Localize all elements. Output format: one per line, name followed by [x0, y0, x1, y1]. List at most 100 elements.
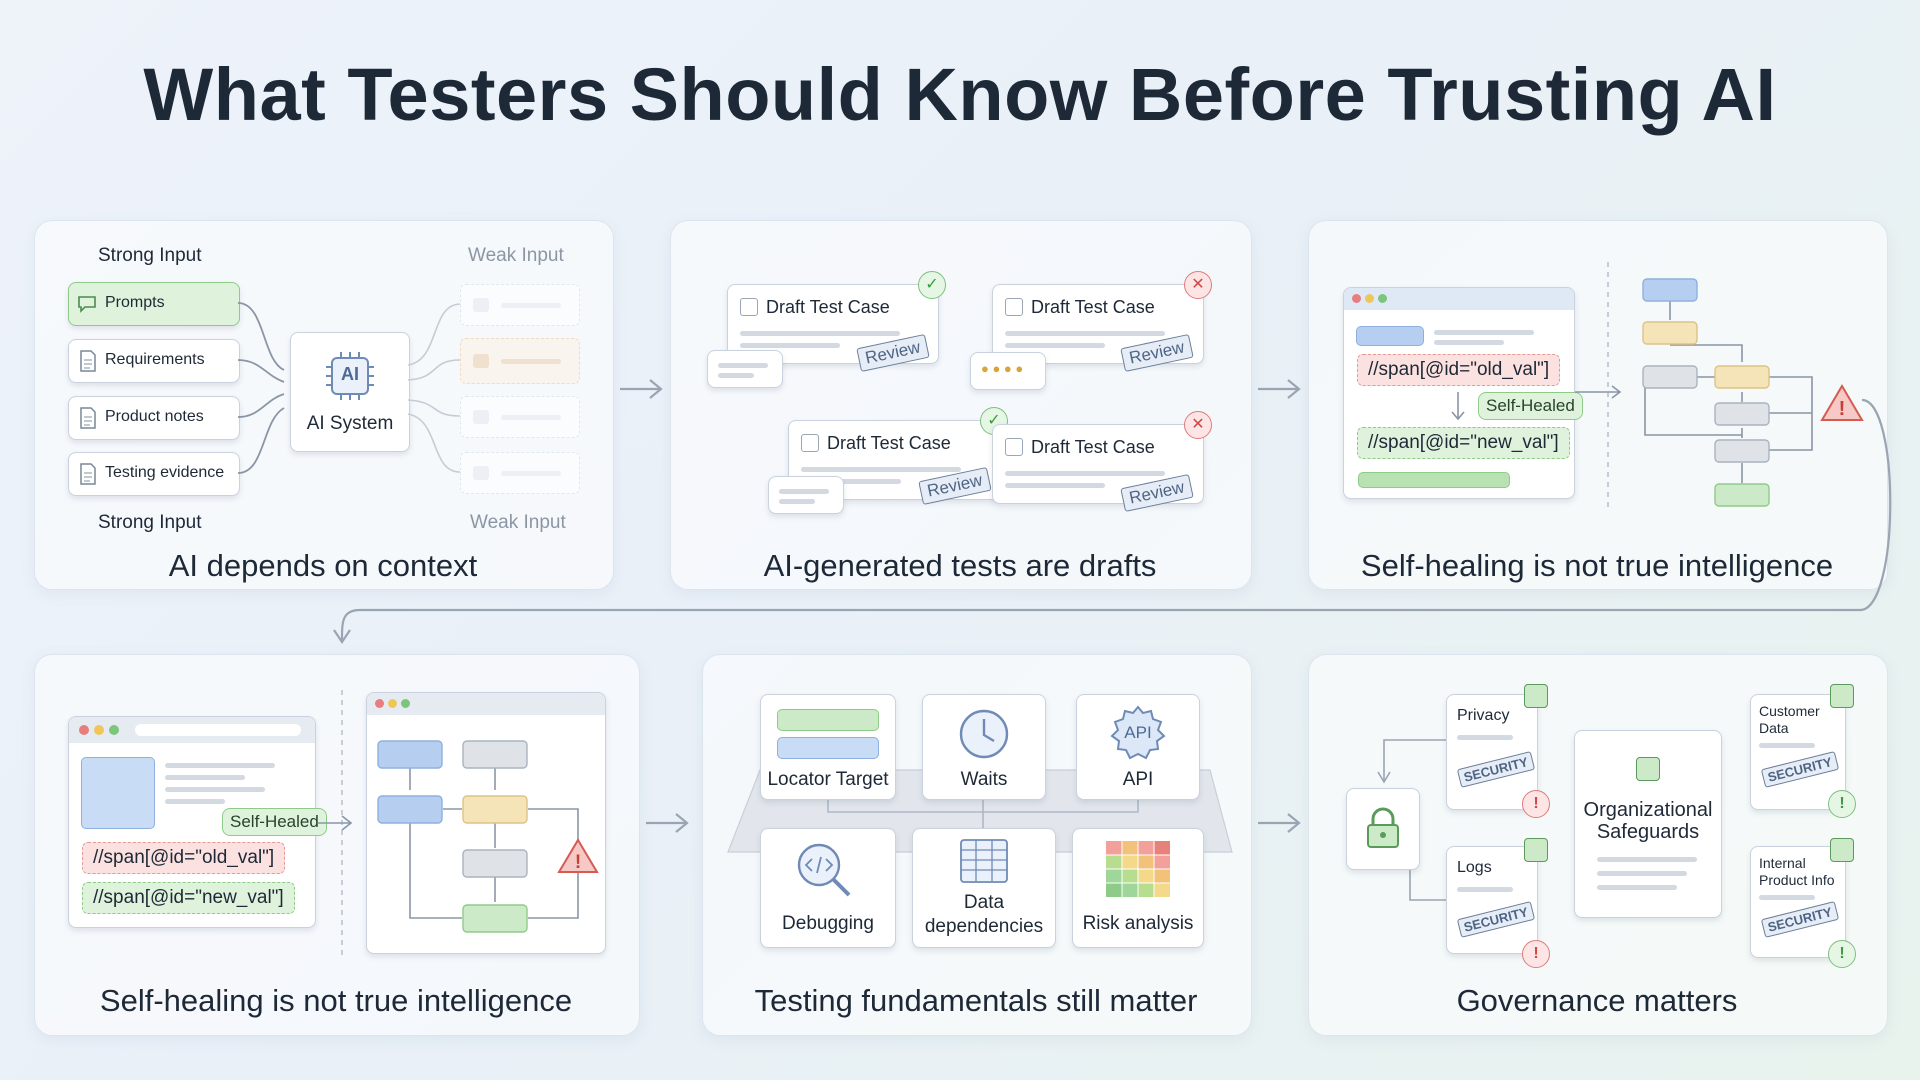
- comment-bubble: [768, 476, 844, 514]
- browser-titlebar: [367, 693, 605, 715]
- lock-icon: [1524, 684, 1548, 708]
- svg-text:!: !: [1839, 398, 1846, 420]
- grid-icon: [1106, 841, 1170, 897]
- input-label: Requirements: [105, 351, 205, 368]
- fundamental-data-dependencies: Data dependencies: [912, 828, 1056, 948]
- close-icon: ✕: [1184, 271, 1212, 299]
- new-locator: //span[@id="new_val"]: [1357, 427, 1570, 459]
- chip-icon: [326, 352, 374, 400]
- checkbox: [1005, 438, 1023, 456]
- lock-document: [1346, 788, 1420, 870]
- browser-titlebar: [69, 717, 315, 743]
- weak-input-label-bottom: Weak Input: [470, 512, 566, 533]
- panel-drafts: [670, 220, 1252, 590]
- fundamental-api: API API: [1076, 694, 1200, 800]
- weak-input-card: [460, 396, 580, 438]
- lock-icon: [1367, 807, 1399, 848]
- draft-test-card: Draft Test Case: [992, 424, 1204, 504]
- emoji-bubble: ● ● ● ●: [970, 352, 1046, 390]
- weak-input-label-top: Weak Input: [468, 245, 564, 266]
- draft-card-label: Draft Test Case: [766, 297, 890, 317]
- chip-label: AI: [341, 364, 359, 384]
- input-requirements: Requirements: [68, 339, 240, 383]
- emoji-faces: ● ● ● ●: [981, 361, 1024, 376]
- fundamental-label: Data dependencies: [924, 892, 1044, 937]
- table-icon: [960, 839, 1008, 883]
- input-label: Product notes: [105, 408, 204, 425]
- fundamental-locator-target: Locator Target: [760, 694, 896, 800]
- svg-text:!: !: [575, 852, 581, 873]
- panel-title-fundamentals: Testing fundamentals still matter: [754, 983, 1198, 1018]
- old-locator: //span[@id="old_val"]: [1357, 354, 1561, 386]
- panel-title-context: AI depends on context: [168, 548, 478, 583]
- document-icon: [80, 350, 96, 372]
- lock-icon: [1830, 684, 1854, 708]
- input-label: Testing evidence: [105, 464, 225, 481]
- panel-title-healing-bottom: Self-healing is not true intelligence: [99, 983, 573, 1018]
- lock-icon: [1524, 838, 1548, 862]
- warning-icon: [557, 838, 599, 873]
- panel-title-healing-top: Self-healing is not true intelligence: [1360, 548, 1834, 583]
- weak-input-card: [460, 284, 580, 326]
- page-title: What Testers Should Know Before Trusting…: [143, 53, 1777, 136]
- doc-label: Customer Data: [1759, 703, 1820, 736]
- checkbox: [801, 434, 819, 452]
- doc-label: Privacy: [1457, 707, 1510, 724]
- document-icon: [80, 407, 96, 429]
- browser-titlebar: [1344, 288, 1574, 310]
- draft-card-label: Draft Test Case: [827, 433, 951, 453]
- fundamental-label: API: [1122, 769, 1154, 790]
- fundamental-risk-analysis: Risk analysis: [1072, 828, 1204, 948]
- self-healed-badge: Self-Healed: [1478, 392, 1583, 420]
- doc-internal-product-info: Internal Product Info: [1750, 846, 1846, 958]
- safeguards-label: Organizational Safeguards: [1583, 799, 1713, 843]
- draft-card-label: Draft Test Case: [1031, 437, 1155, 457]
- gear-icon: [1110, 705, 1166, 760]
- panel-title-drafts: AI-generated tests are drafts: [763, 548, 1157, 583]
- fundamental-label: Risk analysis: [1082, 913, 1194, 934]
- warning-icon: !: [1828, 790, 1856, 818]
- fundamental-waits: Waits: [922, 694, 1046, 800]
- self-healed-badge: Self-Healed: [222, 808, 327, 836]
- doc-label: Internal Product Info: [1759, 855, 1835, 888]
- checkbox: [1005, 298, 1023, 316]
- fundamental-debugging: Debugging: [760, 828, 896, 948]
- input-prompts: Prompts: [68, 282, 240, 326]
- weak-input-card: [460, 452, 580, 494]
- lock-icon: [1636, 757, 1660, 781]
- draft-card-label: Draft Test Case: [1031, 297, 1155, 317]
- warning-icon: !: [1522, 790, 1550, 818]
- fundamental-label: Locator Target: [767, 769, 889, 790]
- close-icon: ✕: [1184, 411, 1212, 439]
- input-testing-evidence: Testing evidence: [68, 452, 240, 496]
- weak-input-card: [460, 338, 580, 384]
- doc-logs: Logs: [1446, 846, 1538, 954]
- ai-system-label: AI System: [306, 413, 394, 434]
- input-label: Prompts: [105, 294, 165, 311]
- fundamental-label: Debugging: [782, 913, 874, 934]
- browser-window: [1343, 287, 1575, 499]
- magnifier-code-icon: [797, 843, 851, 897]
- doc-label: Logs: [1457, 859, 1492, 876]
- api-icon-label: API: [1124, 723, 1152, 742]
- panel-title-governance: Governance matters: [1456, 983, 1738, 1018]
- check-icon: ✓: [918, 271, 946, 299]
- ai-system-box: AI AI System: [290, 332, 410, 452]
- warning-icon: !: [1828, 940, 1856, 968]
- checkbox: [740, 298, 758, 316]
- fundamental-label: Waits: [960, 769, 1008, 790]
- center-safeguards-doc: Organizational Safeguards: [1574, 730, 1722, 918]
- draft-test-card: Draft Test Case: [992, 284, 1204, 364]
- strong-input-label-top: Strong Input: [98, 245, 202, 266]
- comment-bubble: [707, 350, 783, 388]
- strong-input-label-bottom: Strong Input: [98, 512, 202, 533]
- new-locator: //span[@id="new_val"]: [82, 882, 295, 914]
- old-locator: //span[@id="old_val"]: [82, 842, 286, 874]
- warning-icon: !: [1522, 940, 1550, 968]
